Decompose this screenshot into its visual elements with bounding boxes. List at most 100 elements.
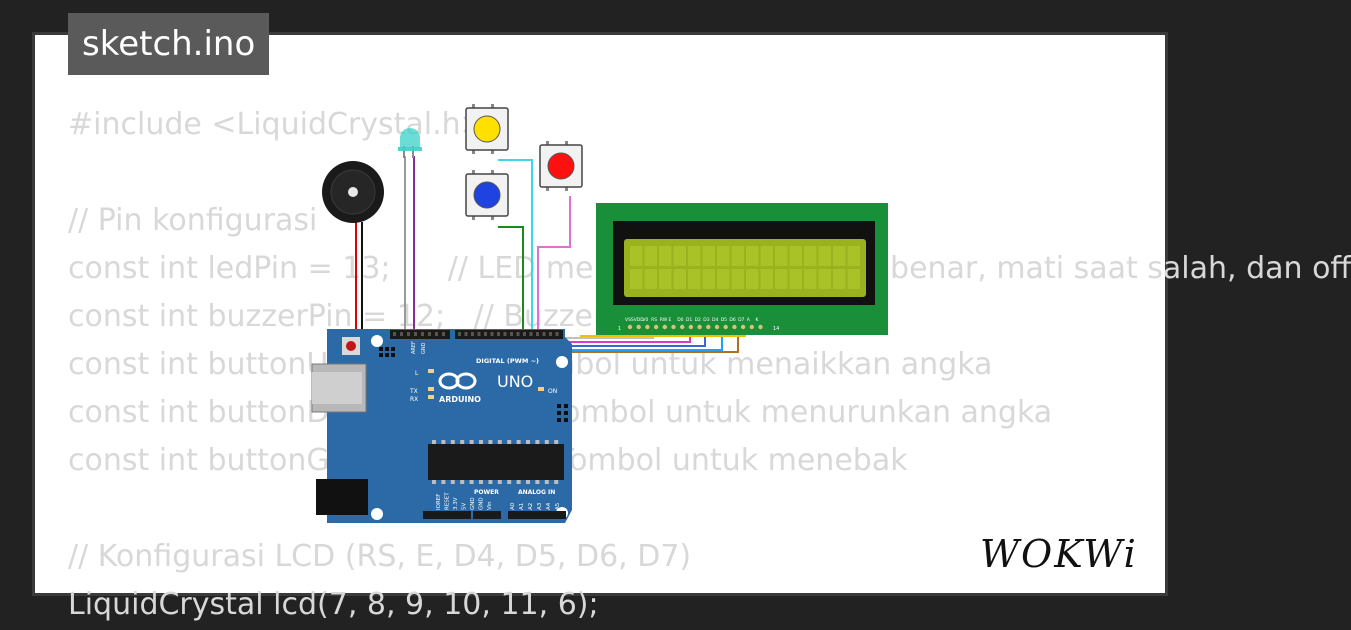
lcd-pin[interactable] <box>653 324 659 330</box>
header-pin[interactable] <box>471 332 474 336</box>
lcd-cell <box>818 246 831 266</box>
lcd-cell <box>644 269 657 289</box>
lcd-pin[interactable] <box>740 324 746 330</box>
header-pin[interactable] <box>442 332 445 336</box>
lcd-cell <box>746 246 759 266</box>
header-pin[interactable] <box>542 332 546 336</box>
lcd-pin[interactable] <box>680 324 685 330</box>
buzzer[interactable] <box>322 161 384 223</box>
chip-pin <box>441 440 446 444</box>
lcd-cell <box>630 246 643 266</box>
code-line: // Konfigurasi LCD (RS, E, D4, D5, D6, D… <box>68 539 692 574</box>
header-pin[interactable] <box>400 332 403 336</box>
header-pin[interactable] <box>549 332 552 336</box>
wires <box>355 156 746 353</box>
board-model: UNO <box>497 372 533 391</box>
lcd-pin-label: D7 <box>738 317 744 323</box>
power-pin-label: 3.3V <box>453 497 459 510</box>
lcd-pin[interactable] <box>697 324 702 330</box>
lcd-cell <box>775 269 788 289</box>
analog-pin-label: A1 <box>519 503 525 510</box>
chip-pin <box>535 480 540 484</box>
microcontroller-chip <box>428 444 564 480</box>
chip-pin <box>497 440 502 444</box>
header-pin[interactable] <box>435 332 438 336</box>
lcd-pin[interactable] <box>627 324 633 330</box>
analog-pin-label: A5 <box>555 502 561 510</box>
lcd-pin[interactable] <box>723 324 728 330</box>
power-jack <box>316 479 368 515</box>
chip-pin <box>450 440 455 444</box>
lcd-pin[interactable] <box>732 324 737 330</box>
lcd-cell <box>644 246 657 266</box>
header-pin[interactable] <box>464 332 468 336</box>
chip-pin <box>441 480 446 484</box>
header-pin[interactable] <box>458 332 461 336</box>
header-pin[interactable] <box>536 332 539 336</box>
lcd-cell <box>673 246 686 266</box>
chip-pin <box>526 440 530 444</box>
lcd-pin[interactable] <box>662 324 667 330</box>
push-button-red[interactable] <box>539 141 583 191</box>
header-pin[interactable] <box>484 332 487 336</box>
arduino-uno[interactable]: AREF GND DIGITAL (PWM ~) L TX RX ON UNO … <box>311 329 572 523</box>
header-pin[interactable] <box>407 332 410 336</box>
code-line: LiquidCrystal lcd(7, 8, 9, 10, 11, 6); <box>68 587 599 622</box>
lcd-pin[interactable] <box>749 324 754 330</box>
chip-pin <box>460 480 465 484</box>
lcd-pin[interactable] <box>645 324 650 330</box>
chip-pin <box>554 480 559 484</box>
analog-pin-label: A2 <box>528 503 534 510</box>
push-button-yellow[interactable] <box>465 104 509 154</box>
lcd-pin-label: V0 <box>642 317 648 323</box>
lcd-cell <box>775 246 788 266</box>
push-button-blue[interactable] <box>465 170 509 220</box>
power-pin-label: GND <box>479 497 485 510</box>
header-pin[interactable] <box>529 332 533 336</box>
header-pin[interactable] <box>510 332 513 336</box>
lcd-cell <box>789 269 802 289</box>
rx-label: RX <box>410 396 418 403</box>
header-pin[interactable] <box>503 332 507 336</box>
lcd-cell <box>702 246 715 266</box>
lcd-pin-first: 1 <box>618 326 621 332</box>
header-pin[interactable] <box>516 332 520 336</box>
header-pin[interactable] <box>428 332 431 336</box>
lcd-pin[interactable] <box>671 324 676 330</box>
header-pin[interactable] <box>497 332 500 336</box>
code-line: #include <LiquidCrystal.h> <box>68 107 486 142</box>
header-pin[interactable] <box>414 332 417 336</box>
header-pin[interactable] <box>477 332 481 336</box>
header-pin[interactable] <box>393 332 396 336</box>
lcd-pin[interactable] <box>758 324 763 330</box>
lcd-pin[interactable] <box>706 324 711 330</box>
lcd-cell <box>804 246 817 266</box>
chip-pin <box>544 480 549 484</box>
header-pin[interactable] <box>421 332 424 336</box>
lcd-pin[interactable] <box>688 324 694 330</box>
header-pin[interactable] <box>523 332 526 336</box>
chip-pin <box>535 440 540 444</box>
header-pin[interactable] <box>490 332 494 336</box>
chip-pin <box>516 440 521 444</box>
lcd-cell <box>717 269 730 289</box>
lcd-pin[interactable] <box>636 324 641 330</box>
header-pin[interactable] <box>555 332 559 336</box>
lcd-cell <box>702 269 715 289</box>
led[interactable] <box>398 128 422 158</box>
chip-pin <box>488 440 493 444</box>
lcd-pin[interactable] <box>714 324 720 330</box>
lcd-pin-label: VSS <box>625 317 634 323</box>
code-line: // Pin konfigurasi <box>68 203 318 238</box>
lcd-pin-label: D6 <box>729 317 735 323</box>
lcd-cell <box>818 269 831 289</box>
chip-pin <box>488 480 493 484</box>
lcd-cell <box>847 246 860 266</box>
lcd-cell <box>688 269 701 289</box>
chip-pin <box>554 440 559 444</box>
lcd-cell <box>688 246 701 266</box>
lcd-pin-label: E <box>669 317 672 323</box>
wire-blue-button <box>498 226 524 338</box>
